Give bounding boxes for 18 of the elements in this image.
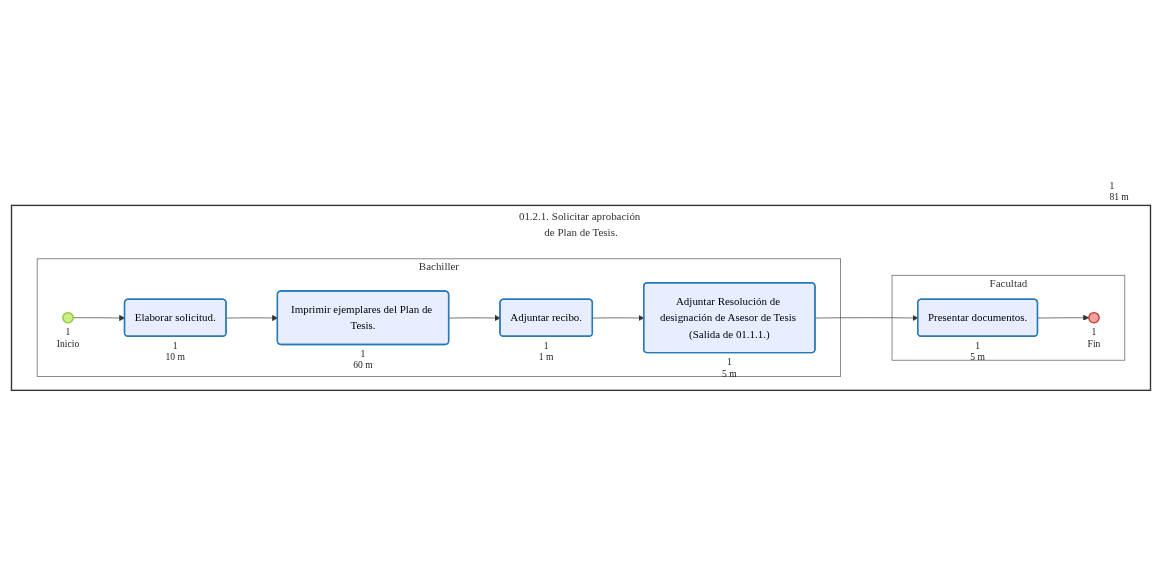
annotation-text: 60 m: [352, 359, 373, 371]
annotation-text: 1: [543, 339, 549, 351]
annotation-text: 1: [172, 339, 178, 351]
annotation-text: Inicio: [56, 337, 79, 349]
node-circle: [61, 312, 74, 324]
annotation-text: Fin: [1087, 337, 1100, 349]
node-circle: [1087, 312, 1100, 324]
annotation-text: 1: [726, 356, 732, 368]
annotation-text: 5 m: [721, 367, 737, 379]
annotation-text: 1 m: [538, 351, 553, 363]
annotation-text: 1: [65, 326, 70, 338]
annotation-text: 10 m: [165, 351, 185, 363]
annotation-text: 1: [1091, 326, 1096, 338]
annotation-text: 1: [360, 347, 365, 359]
annotation-text: 81 m: [1108, 191, 1129, 202]
annotation-text: 5 m: [969, 351, 985, 363]
annotation-text: 1: [1108, 180, 1114, 192]
annotation-text: 1: [974, 339, 980, 351]
